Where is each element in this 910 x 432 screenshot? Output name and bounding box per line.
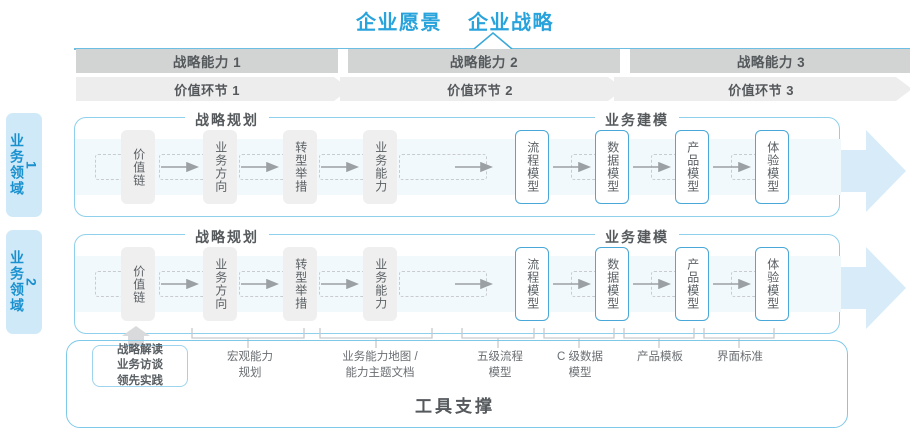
row-2-arrow-7	[713, 279, 751, 289]
domain-tab-1-label: 业务领域	[9, 133, 25, 197]
capability-gap-2	[620, 49, 630, 73]
capability-gap-1	[338, 49, 348, 73]
row-2-arrow-4	[455, 279, 493, 289]
enterprise-vision-title: 企业愿景	[356, 11, 442, 34]
row-1-node-experience-model[interactable]: 体验模型	[755, 130, 789, 204]
capability-cell-1[interactable]: 战略能力 1	[76, 49, 338, 73]
row-1-node-value-chain-label: 价值链	[131, 147, 146, 187]
domain-tab-1-number: 1	[23, 161, 40, 169]
enterprise-strategy-title: 企业战略	[468, 11, 554, 34]
row-1-node-business-capability[interactable]: 业务能力	[363, 130, 397, 204]
tool-label-c-level-data-model: C 级数据 模型	[557, 351, 603, 379]
capability-cell-3[interactable]: 战略能力 3	[630, 49, 910, 73]
row-1-node-transformation[interactable]: 转型举措	[283, 130, 317, 204]
domain-tab-2-number: 2	[23, 278, 40, 286]
row-2-section-planning-title: 战略规划	[185, 227, 269, 247]
row-2-node-experience-model[interactable]: 体验模型	[755, 247, 789, 321]
sidebar-domain-tab-2[interactable]: 业务领域 2	[6, 230, 42, 334]
row-2-arrow-1	[161, 279, 199, 289]
tool-chip-strategy-interpretation[interactable]: 战略解读 业务访谈 领先实践	[92, 344, 188, 387]
row-2-section-modeling-title: 业务建模	[595, 227, 679, 247]
row-1-section-planning-title: 战略规划	[185, 110, 269, 130]
value-chain-cell-1[interactable]: 价值环节 1	[174, 82, 240, 98]
row-1-node-product-model-label: 产品模型	[685, 141, 700, 193]
value-chain-cell-3[interactable]: 价值环节 3	[728, 82, 794, 98]
row-2-node-transformation[interactable]: 转型举措	[283, 247, 317, 321]
value-chain-cell-2[interactable]: 价值环节 2	[447, 82, 513, 98]
row-1-section-modeling-title: 业务建模	[595, 110, 679, 130]
tool-label-capability-map-docs: 业务能力地图 / 能力主题文档	[342, 351, 418, 379]
domain-row-1: 价值链 业务方向 转型举措 业务能力 流程模型 数据模型 产品模型 体验模型	[74, 117, 841, 217]
value-chain-band: 价值环节 1 价值环节 2 价值环节 3	[76, 77, 910, 101]
value-chain-chevron-shapes	[76, 77, 910, 101]
row-2-arrow-3	[321, 279, 359, 289]
row-2-node-process-model[interactable]: 流程模型	[515, 247, 549, 321]
row-1-arrow-1	[161, 162, 199, 172]
row-2-node-business-direction-label: 业务方向	[213, 258, 228, 310]
row-2-node-data-model-label: 数据模型	[605, 258, 620, 310]
domain-tab-2-label: 业务领域	[9, 250, 25, 314]
row-1-node-transformation-label: 转型举措	[293, 141, 308, 193]
row-1-node-process-model[interactable]: 流程模型	[515, 130, 549, 204]
row-2-node-experience-model-label: 体验模型	[765, 258, 780, 310]
row-1-node-experience-model-label: 体验模型	[765, 141, 780, 193]
row-1-arrow-3	[321, 162, 359, 172]
header-titles: 企业愿景 企业战略	[0, 6, 910, 34]
row-2-node-value-chain-label: 价值链	[131, 264, 146, 304]
row-1-node-data-model-label: 数据模型	[605, 141, 620, 193]
row-2-arrow-5	[553, 279, 591, 289]
tool-label-product-template: 产品模板	[637, 351, 683, 363]
tool-bracket-connectors	[122, 326, 775, 350]
strategic-capability-band: 战略能力 1 战略能力 2 战略能力 3	[76, 49, 910, 73]
row-1-arrow-7	[713, 162, 751, 172]
tool-label-five-level-process-model: 五级流程 模型	[477, 351, 523, 379]
row-1-node-business-direction[interactable]: 业务方向	[203, 130, 237, 204]
domain-row-2: 价值链 业务方向 转型举措 业务能力 流程模型 数据模型 产品模型 体验模型	[74, 234, 841, 334]
row-2-node-value-chain[interactable]: 价值链	[121, 247, 155, 321]
row-1-node-product-model[interactable]: 产品模型	[675, 130, 709, 204]
row-2-node-business-capability[interactable]: 业务能力	[363, 247, 397, 321]
tool-label-interface-standard: 界面标准	[717, 351, 763, 363]
row-1-node-value-chain[interactable]: 价值链	[121, 130, 155, 204]
row-1-arrow-2	[241, 162, 279, 172]
row-2-node-business-capability-label: 业务能力	[373, 258, 388, 310]
row-2-arrow-2	[241, 279, 279, 289]
sidebar-domain-tab-1[interactable]: 业务领域 1	[6, 113, 42, 217]
tool-label-macro-capability-planning: 宏观能力 规划	[227, 351, 273, 379]
row-2-node-transformation-label: 转型举措	[293, 258, 308, 310]
tool-support-title: 工具支撑	[415, 397, 495, 416]
capability-cell-2[interactable]: 战略能力 2	[348, 49, 620, 73]
row-1-node-business-direction-label: 业务方向	[213, 141, 228, 193]
row-2-node-business-direction[interactable]: 业务方向	[203, 247, 237, 321]
row-1-node-process-model-label: 流程模型	[525, 141, 540, 193]
row-1-arrow-4	[455, 162, 493, 172]
row-1-arrow-5	[553, 162, 591, 172]
row-2-node-data-model[interactable]: 数据模型	[595, 247, 629, 321]
row-2-node-product-model-label: 产品模型	[685, 258, 700, 310]
row-1-node-business-capability-label: 业务能力	[373, 141, 388, 193]
row-1-arrow-6	[633, 162, 671, 172]
row-1-node-data-model[interactable]: 数据模型	[595, 130, 629, 204]
row-2-node-process-model-label: 流程模型	[525, 258, 540, 310]
row-2-node-product-model[interactable]: 产品模型	[675, 247, 709, 321]
tool-support-container	[66, 340, 848, 428]
row-2-arrow-6	[633, 279, 671, 289]
